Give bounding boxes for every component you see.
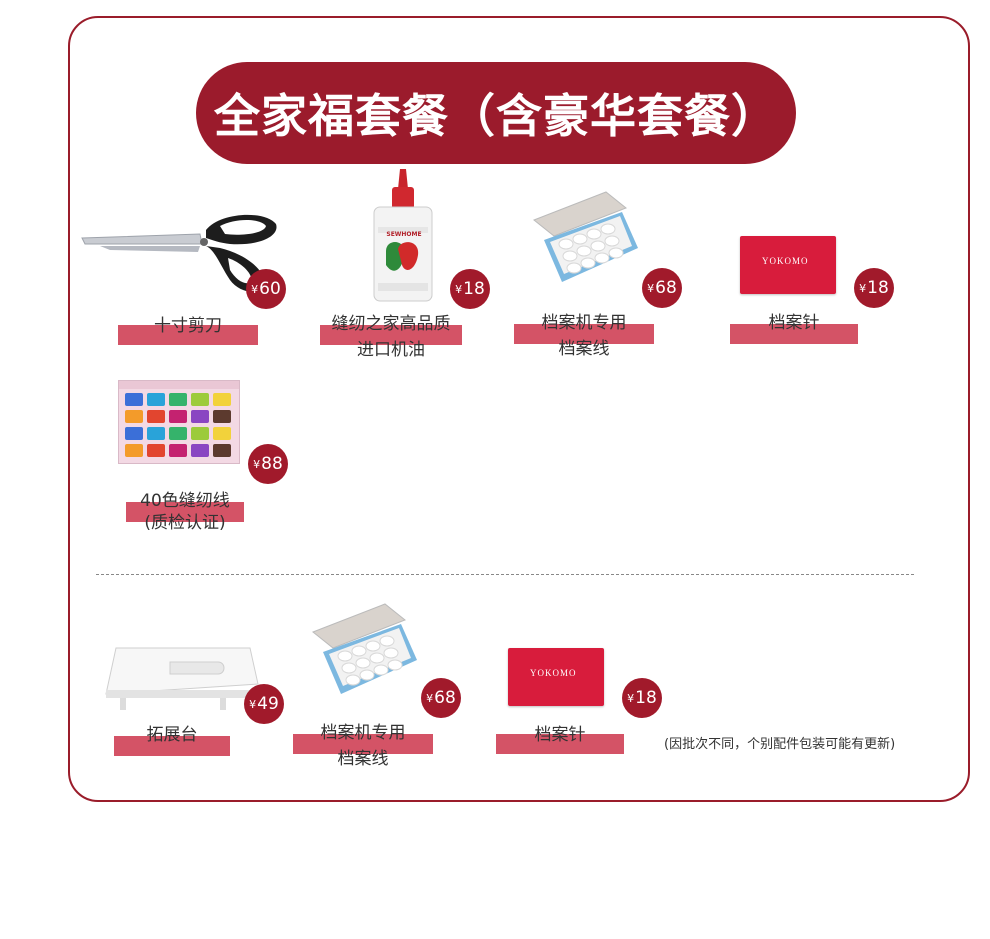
thread-spool xyxy=(213,410,231,423)
product-label: 十寸剪刀 xyxy=(154,316,222,336)
thread-spool xyxy=(125,444,143,457)
price-badge: ¥18 xyxy=(854,268,894,308)
product-label: 档案机专用 档案线 xyxy=(320,723,406,769)
thread-spool xyxy=(147,427,165,440)
price-badge: ¥88 xyxy=(248,444,288,484)
thread-spool xyxy=(125,410,143,423)
product-scissors[interactable]: ¥60 十寸剪刀 xyxy=(80,205,290,355)
label-highlight xyxy=(514,324,654,344)
thread-spool xyxy=(169,427,187,440)
product-needles[interactable]: YOKOMO ¥18 档案针 xyxy=(730,236,900,346)
thread-spool xyxy=(191,410,209,423)
needle-pack-icon: YOKOMO xyxy=(508,648,604,706)
product-label: 档案机专用 档案线 xyxy=(541,313,627,359)
thread-spool xyxy=(125,393,143,406)
needle-pack-icon: YOKOMO xyxy=(740,236,836,294)
price-badge: ¥49 xyxy=(244,684,284,724)
thread-spool xyxy=(213,393,231,406)
thread-spool xyxy=(147,444,165,457)
thread-spool xyxy=(125,427,143,440)
thread-box-icon xyxy=(312,603,417,694)
price-badge: ¥68 xyxy=(642,268,682,308)
label-highlight xyxy=(293,734,433,754)
thread-spool xyxy=(169,393,187,406)
product-label: 缝纫之家高品质 进口机油 xyxy=(331,314,451,360)
price-badge: ¥68 xyxy=(421,678,461,718)
label-highlight xyxy=(496,734,624,754)
batch-note: (因批次不同，个别配件包装可能有更新) xyxy=(664,737,896,752)
pack-brand: YOKOMO xyxy=(530,668,577,678)
product-extension-table[interactable]: ¥49 拓展台 xyxy=(100,640,290,760)
thread-spool xyxy=(169,444,187,457)
label-highlight xyxy=(730,324,858,344)
thread-spool xyxy=(213,444,231,457)
bottle-brand: SEWHOME xyxy=(386,231,422,238)
product-label: 档案针 xyxy=(768,313,820,333)
label-highlight xyxy=(320,325,462,345)
package-title: 全家福套餐（含豪华套餐） xyxy=(196,62,796,164)
thread-box-icon xyxy=(533,191,638,282)
oil-bottle-icon xyxy=(373,169,433,302)
thread-spool xyxy=(147,410,165,423)
label-highlight xyxy=(118,325,258,345)
thread-spool xyxy=(191,393,209,406)
product-color-thread[interactable]: ¥88 40色缝纫线 (质检认证) xyxy=(118,380,298,540)
thread-spool xyxy=(191,427,209,440)
thread-spool xyxy=(191,444,209,457)
price-badge: ¥18 xyxy=(622,678,662,718)
price-badge: ¥60 xyxy=(246,269,286,309)
price-badge: ¥18 xyxy=(450,269,490,309)
thread-spool xyxy=(147,393,165,406)
product-label: 拓展台 xyxy=(146,725,198,745)
color-thread-box-icon xyxy=(118,380,240,464)
label-highlight xyxy=(114,736,230,756)
thread-spool xyxy=(213,427,231,440)
product-thread-box[interactable]: ¥68 档案机专用 档案线 xyxy=(514,190,694,370)
label-highlight xyxy=(126,502,244,522)
product-label: 档案针 xyxy=(534,725,586,745)
product-label: 40色缝纫线 (质检认证) xyxy=(140,491,230,533)
product-needles[interactable]: YOKOMO ¥18 档案针 xyxy=(496,648,666,758)
package-frame xyxy=(68,16,970,802)
pack-brand: YOKOMO xyxy=(762,256,809,266)
section-divider xyxy=(96,574,914,575)
thread-spool xyxy=(169,410,187,423)
product-oil[interactable]: SEWHOME ¥18 缝纫之家高品质 进口机油 xyxy=(320,165,500,365)
thread-spools-icon xyxy=(119,381,239,457)
extension-table-icon xyxy=(105,647,259,710)
product-thread-box[interactable]: ¥68 档案机专用 档案线 xyxy=(293,602,473,782)
